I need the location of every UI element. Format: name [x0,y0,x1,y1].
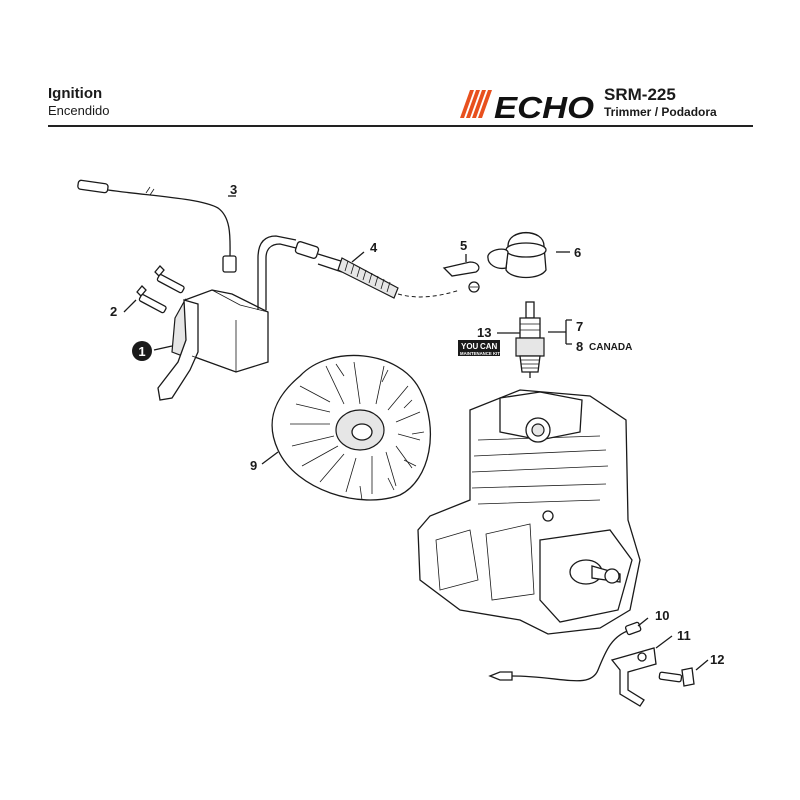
callout-11: 11 [677,628,691,643]
page-header-left: Ignition Encendido [48,85,109,119]
callout-8: 8 [576,339,583,354]
ground-wire-part [488,621,642,682]
plug-cap-part [487,232,547,279]
callout-7: 7 [576,319,583,334]
leader-lines [123,195,709,671]
callout-1: 1 [138,344,145,359]
callout-13: 13 [477,325,491,340]
kit-badge-label: MAINTENANCE KIT [460,351,500,356]
page-header-right: SRM-225 Trimmer / Podadora [604,85,717,120]
callout-6: 6 [574,245,581,260]
callout-10: 10 [655,608,669,623]
bolt-part [658,667,695,687]
model-description: Trimmer / Podadora [604,105,717,119]
ignition-coil-part [157,235,297,401]
callout-12: 12 [710,652,724,667]
spring-part [294,241,461,299]
callout-4: 4 [370,240,378,255]
callout-3: 3 [230,182,237,197]
page-title: Ignition [48,85,103,102]
flywheel-part [271,354,432,501]
youcan-kit-badge: YOU CAN MAINTENANCE KIT [458,340,500,356]
header-rule [48,125,753,127]
spring-clip-part [442,261,480,293]
callout-5: 5 [460,238,467,253]
bracket-part [610,647,657,707]
spark-plug-part [515,301,545,378]
plug-wire-part [77,179,237,273]
model-number: SRM-225 [604,85,676,104]
echo-logo: ECHO [460,90,594,122]
callout-9: 9 [250,458,257,473]
callout-2: 2 [110,304,117,319]
page-subtitle: Encendido [48,103,110,118]
screw-part [136,265,185,314]
kit-badge-you: YOU [461,342,479,351]
brand-wordmark: ECHO [494,90,594,122]
kit-badge-can: CAN [480,342,498,351]
callout-canada: CANADA [589,342,632,353]
callout-1-marker [132,341,152,361]
engine-block-part [417,389,641,635]
